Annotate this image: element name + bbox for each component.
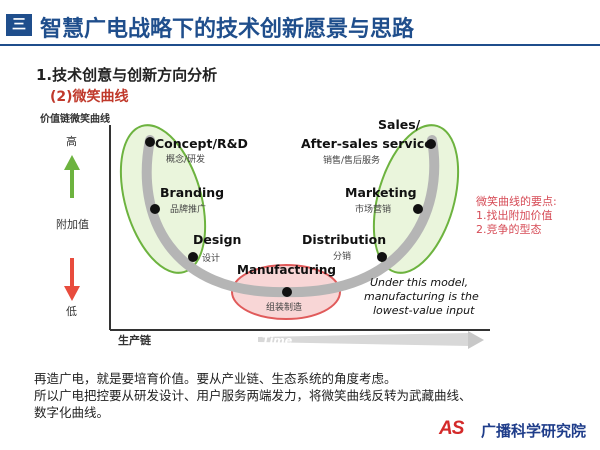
label-manufacturing-en: Manufacturing	[237, 263, 336, 277]
label-concept-en: Concept/R&D	[155, 136, 248, 151]
label-sales-cn: 销售/售后服务	[323, 154, 380, 166]
label-marketing-cn: 市场营销	[355, 203, 391, 215]
label-concept-cn: 概念/研发	[166, 153, 205, 165]
x-axis-label: 生产链	[118, 333, 152, 347]
note-title: 微笑曲线的要点:	[476, 195, 557, 208]
label-design-en: Design	[193, 232, 241, 247]
note-item-1: 1.找出附加价值	[476, 209, 553, 222]
label-branding-en: Branding	[160, 185, 224, 200]
model-note-line1: Under this model,	[370, 276, 468, 289]
section-title: 1.技术创意与创新方向分析	[36, 66, 218, 84]
label-sales-en-line2: After-sales service	[301, 136, 433, 151]
time-label: Time	[262, 334, 293, 347]
time-arrow-shaft	[258, 333, 470, 346]
y-low-label: 低	[66, 305, 77, 318]
label-distribution-cn: 分销	[333, 250, 351, 262]
point-branding	[150, 204, 160, 214]
point-marketing	[413, 204, 423, 214]
point-design	[188, 252, 198, 262]
page-title: 智慧广电战略下的技术创新愿景与思路	[40, 17, 415, 42]
point-manufacturing	[282, 287, 292, 297]
model-note-line2: manufacturing is the	[364, 290, 479, 303]
section-number-icon: 三	[6, 14, 32, 36]
logo-text: 广播科学研究院	[481, 422, 587, 440]
left-ellipse	[119, 124, 207, 274]
point-sales	[426, 139, 436, 149]
model-note-line3: lowest-value input	[373, 304, 475, 317]
y-axis-title: 价值链微笑曲线	[40, 112, 110, 125]
label-branding-cn: 品牌推广	[170, 203, 206, 215]
label-marketing-en: Marketing	[345, 185, 417, 200]
arrow-down-head-icon	[64, 286, 80, 301]
label-manufacturing-cn: 组装制造	[266, 301, 302, 313]
arrow-up-head-icon	[64, 155, 80, 170]
logo-mark-icon: AS	[439, 418, 464, 439]
body-text: 再造广电，就是要培育价值。要从产业链、生态系统的角度考虑。 所以广电把控要从研发…	[34, 370, 474, 421]
y-high-label: 高	[66, 134, 77, 148]
point-concept	[145, 137, 155, 147]
note-item-2: 2.竞争的型态	[476, 223, 542, 236]
label-distribution-en: Distribution	[302, 232, 386, 247]
time-arrow-icon	[468, 331, 484, 349]
subsection-title: (2)微笑曲线	[50, 89, 129, 105]
header-divider	[0, 44, 600, 46]
header-bar: 三 智慧广电战略下的技术创新愿景与思路	[0, 0, 600, 48]
point-distribution	[377, 252, 387, 262]
body-line-1: 再造广电，就是要培育价值。要从产业链、生态系统的角度考虑。	[34, 371, 397, 386]
key-points-note: 微笑曲线的要点: 1.找出附加价值 2.竞争的型态	[476, 195, 557, 237]
body-line-2: 所以广电把控要从研发设计、用户服务两端发力，将微笑曲线反转为武藏曲线、数字化曲线…	[34, 388, 472, 420]
y-mid-label: 附加值	[56, 217, 89, 231]
label-sales-en-line1: Sales/	[378, 117, 421, 132]
institute-logo: AS 广播科学研究院	[439, 418, 599, 442]
label-design-cn: 设计	[202, 252, 220, 264]
